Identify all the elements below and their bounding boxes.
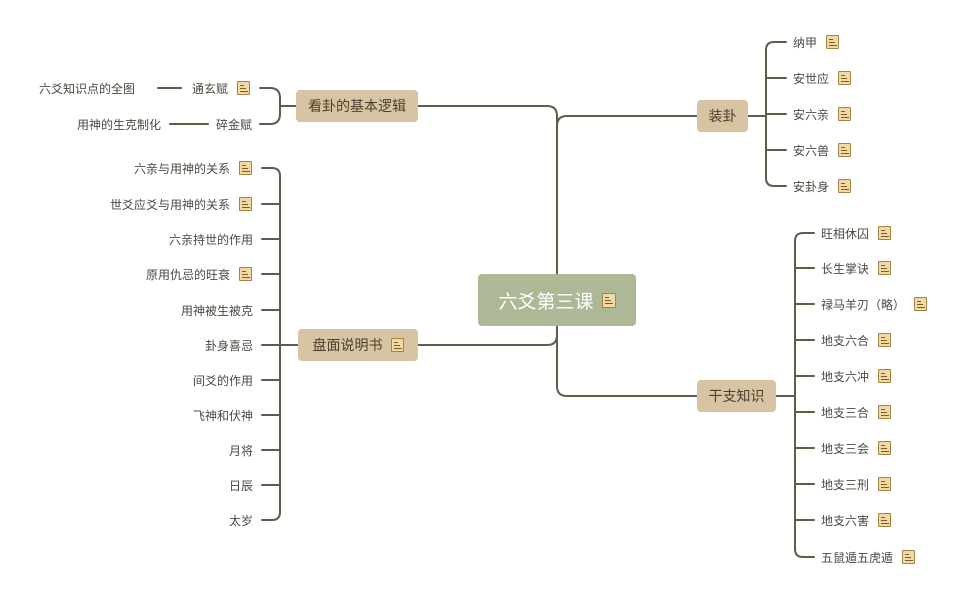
note-icon[interactable] (878, 261, 892, 275)
branch-board-label: 盘面说明书 (312, 338, 383, 354)
note-icon[interactable] (838, 71, 852, 85)
subtopic-suijinfu[interactable]: 碎金赋 (216, 115, 252, 133)
root-topic[interactable]: 六爻第三课 (478, 274, 636, 326)
subtopic-label: 地支三会 (821, 441, 870, 456)
subtopic-ganzhi-2[interactable]: 长生掌诀 (821, 259, 892, 277)
subtopic-board-7[interactable]: 间爻的作用 (193, 371, 253, 389)
subtopic-label: 地支六害 (821, 513, 870, 528)
subtopic-board-4[interactable]: 原用仇忌的旺衰 (146, 265, 252, 283)
subtopic-label: 地支三刑 (821, 477, 870, 492)
subtopic-board-2[interactable]: 世爻应爻与用神的关系 (110, 195, 252, 213)
subtopic-label: 日辰 (228, 478, 253, 493)
subtopic-ganzhi-5[interactable]: 地支六冲 (821, 367, 892, 385)
branch-ganzhi[interactable]: 干支知识 (697, 380, 776, 412)
subtopic-label: 安六兽 (793, 143, 830, 158)
subtopic-label: 用神的生克制化 (76, 117, 161, 132)
subtopic-zhuanggua-2[interactable]: 安世应 (793, 69, 852, 87)
subtopic-label: 通玄赋 (191, 81, 228, 96)
subtopic-zhuanggua-5[interactable]: 安卦身 (793, 177, 852, 195)
note-icon[interactable] (826, 35, 840, 49)
note-icon[interactable] (878, 333, 892, 347)
subtopic-label: 世爻应爻与用神的关系 (109, 197, 230, 212)
subtopic-label: 禄马羊刃（略） (821, 297, 906, 312)
subtopic-label: 地支六冲 (821, 369, 870, 384)
note-icon[interactable] (902, 550, 916, 564)
subtopic-label: 安世应 (793, 71, 830, 86)
note-icon[interactable] (239, 197, 252, 211)
subtopic-label: 地支三合 (821, 405, 870, 420)
subtopic-label: 五鼠遁五虎遁 (821, 550, 894, 565)
note-icon[interactable] (878, 441, 892, 455)
subtopic-zhuanggua-3[interactable]: 安六亲 (793, 105, 852, 123)
note-icon[interactable] (838, 143, 852, 157)
root-topic-label: 六爻第三课 (498, 290, 594, 313)
note-icon[interactable] (878, 226, 892, 240)
subtopic-board-3[interactable]: 六亲持世的作用 (169, 230, 253, 248)
subtopic-board-1[interactable]: 六亲与用神的关系 (134, 159, 252, 177)
subtopic-label: 安卦身 (793, 179, 830, 194)
note-icon[interactable] (914, 297, 928, 311)
subtopic-ganzhi-3[interactable]: 禄马羊刃（略） (821, 295, 928, 313)
note-icon[interactable] (878, 405, 892, 419)
note-icon[interactable] (237, 81, 250, 95)
subtopic-label: 碎金赋 (215, 117, 252, 132)
subtopic-label: 长生掌诀 (821, 261, 870, 276)
subtopic-board-6[interactable]: 卦身喜忌 (205, 336, 253, 354)
subtopic-ganzhi-7[interactable]: 地支三会 (821, 439, 892, 457)
branch-zhuanggua-label: 装卦 (708, 109, 737, 125)
note-icon[interactable] (838, 179, 852, 193)
note-icon[interactable] (239, 267, 252, 281)
subtopic-label: 地支六合 (821, 333, 870, 348)
subtopic-label: 旺相休囚 (821, 226, 870, 241)
subtopic-label: 原用仇忌的旺衰 (145, 267, 230, 282)
subtopic-ganzhi-6[interactable]: 地支三合 (821, 403, 892, 421)
note-icon[interactable] (878, 477, 892, 491)
subtopic-label: 月将 (228, 443, 253, 458)
subtopic-label: 卦身喜忌 (204, 338, 253, 353)
branch-zhuanggua[interactable]: 装卦 (697, 100, 748, 132)
subtopic-ganzhi-1[interactable]: 旺相休囚 (821, 224, 892, 242)
subtopic-label: 六爻知识点的全图 (38, 81, 135, 96)
subtopic-ganzhi-9[interactable]: 地支六害 (821, 511, 892, 529)
subtopic-ganzhi-10[interactable]: 五鼠遁五虎遁 (821, 548, 916, 566)
note-icon[interactable] (239, 161, 252, 175)
branch-ganzhi-label: 干支知识 (708, 389, 765, 405)
note-icon[interactable] (838, 107, 852, 121)
subtopic-zhuanggua-4[interactable]: 安六兽 (793, 141, 852, 159)
subtopic-ganzhi-4[interactable]: 地支六合 (821, 331, 892, 349)
branch-board[interactable]: 盘面说明书 (298, 329, 418, 361)
note-icon[interactable] (601, 292, 616, 308)
subtopic-label: 间爻的作用 (192, 373, 253, 388)
note-icon[interactable] (390, 338, 404, 352)
subtopic-tongxuanfu[interactable]: 通玄赋 (192, 79, 250, 97)
subtopic-board-10[interactable]: 日辰 (229, 476, 253, 494)
note-icon[interactable] (878, 513, 892, 527)
subtopic-label: 安六亲 (793, 107, 830, 122)
subtopic-tongxuanfu-detail[interactable]: 六爻知识点的全图 (39, 79, 135, 97)
subtopic-label: 六亲与用神的关系 (133, 161, 230, 176)
subtopic-board-8[interactable]: 飞神和伏神 (193, 406, 253, 424)
subtopic-label: 纳甲 (793, 35, 818, 50)
subtopic-suijinfu-detail[interactable]: 用神的生克制化 (77, 115, 161, 133)
subtopic-label: 飞神和伏神 (192, 408, 253, 423)
branch-logic-label: 看卦的基本逻辑 (308, 99, 406, 115)
subtopic-label: 六亲持世的作用 (168, 232, 253, 247)
subtopic-board-11[interactable]: 太岁 (229, 511, 253, 529)
subtopic-board-9[interactable]: 月将 (229, 441, 253, 459)
note-icon[interactable] (878, 369, 892, 383)
subtopic-zhuanggua-1[interactable]: 纳甲 (793, 33, 840, 51)
subtopic-board-5[interactable]: 用神被生被克 (181, 301, 253, 319)
subtopic-ganzhi-8[interactable]: 地支三刑 (821, 475, 892, 493)
subtopic-label: 用神被生被克 (180, 303, 253, 318)
subtopic-label: 太岁 (228, 513, 253, 528)
branch-logic[interactable]: 看卦的基本逻辑 (296, 90, 418, 122)
